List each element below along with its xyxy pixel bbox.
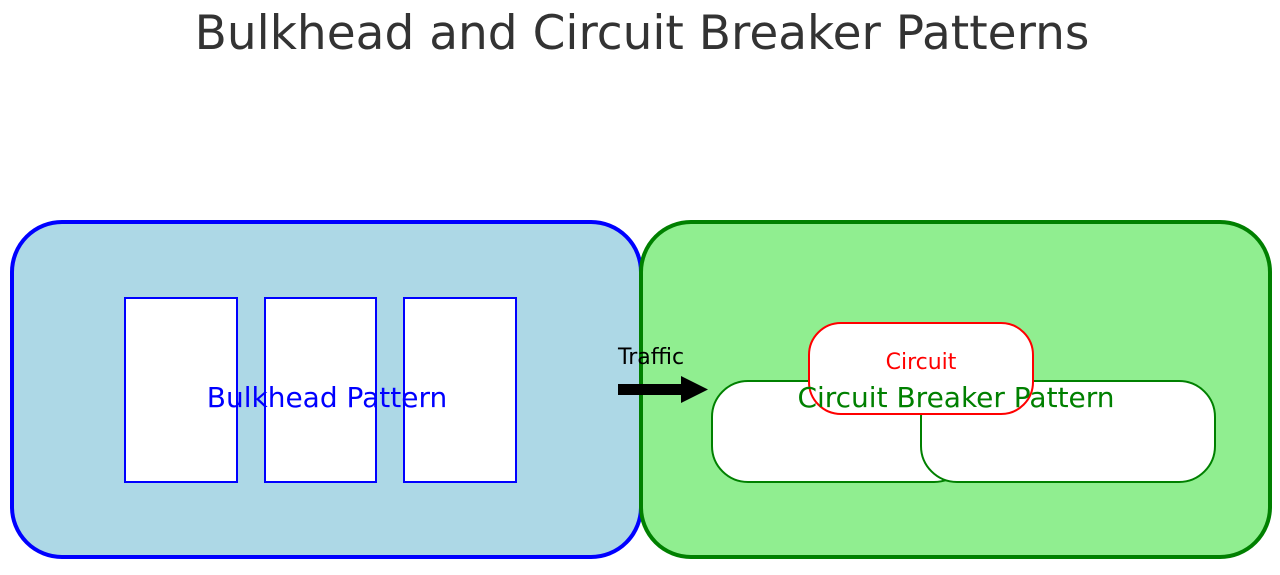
diagram-title: Bulkhead and Circuit Breaker Patterns: [195, 6, 1090, 61]
bulkhead-compartment-3: [403, 297, 517, 483]
circuit-breaker-pattern-group: Circuit Circuit Breaker Pattern: [639, 220, 1272, 559]
bulkhead-compartment-1: [124, 297, 238, 483]
traffic-label: Traffic: [617, 345, 684, 370]
traffic-arrow: Traffic: [617, 345, 708, 403]
circuit-box: [808, 322, 1034, 415]
arrow-icon: [618, 376, 708, 403]
bulkhead-pattern-group: Bulkhead Pattern: [10, 220, 643, 559]
circuit-breaker-label: Circuit Breaker Pattern: [797, 381, 1114, 414]
circuit-label: Circuit: [886, 350, 957, 375]
bulkhead-label: Bulkhead Pattern: [207, 381, 448, 414]
bulkhead-compartment-2: [264, 297, 377, 483]
